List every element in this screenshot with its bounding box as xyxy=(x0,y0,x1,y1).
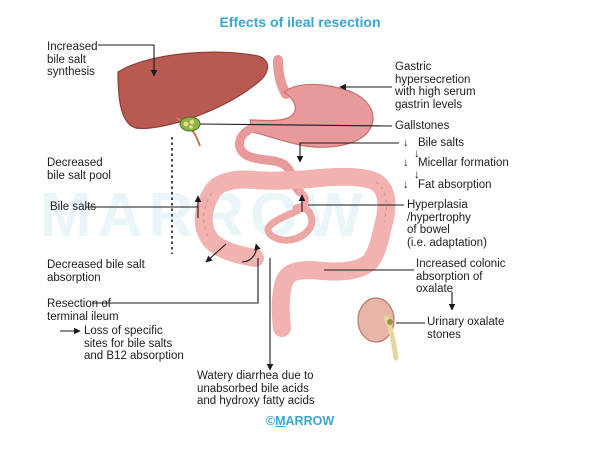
marrow-logo: ©MARROW xyxy=(0,414,600,428)
hyperplasia-label: Hyperplasia /hypertrophy of bowel (i.e. … xyxy=(407,199,487,249)
down-arrow-icon: ↓ xyxy=(403,179,409,191)
copyright-symbol: © xyxy=(265,414,276,428)
increased-bile-salt-synthesis-label: Increased bile salt synthesis xyxy=(47,41,98,78)
small-bowel-shape xyxy=(264,188,316,244)
down-arrow-icon: ↓ xyxy=(414,169,420,181)
brand-rest: ARROW xyxy=(285,414,335,428)
fat-absorption-label: Fat absorption xyxy=(418,179,492,191)
down-arrow-icon: ↓ xyxy=(403,137,409,149)
gallstones-label: Gallstones xyxy=(395,120,450,132)
kidney-shape xyxy=(357,297,395,343)
colon-shape xyxy=(194,167,396,337)
brand-initial: M xyxy=(275,414,286,428)
gallbladder-shape xyxy=(179,116,201,132)
micellar-formation-label: Micellar formation xyxy=(418,157,509,169)
esophagus-shape xyxy=(273,55,291,99)
decreased-bile-salt-pool-label: Decreased bile salt pool xyxy=(47,157,111,182)
gastric-hypersecretion-label: Gastric hypersecretion with high serum g… xyxy=(395,61,476,111)
diagram-title: Effects of ileal resection xyxy=(219,14,381,30)
down-arrow-icon: ↓ xyxy=(403,157,409,169)
resection-label: Resection of terminal ileum xyxy=(47,298,119,323)
watery-diarrhea-label: Watery diarrhea due to unabsorbed bile a… xyxy=(197,370,315,407)
oxalate-stone xyxy=(387,319,393,325)
bile-salts-left-label: Bile salts xyxy=(50,201,97,213)
bile-salts-right-label: Bile salts xyxy=(418,137,465,149)
stomach-shape xyxy=(249,83,374,148)
loss-of-sites-label: Loss of specific sites for bile salts an… xyxy=(84,325,184,362)
decreased-absorption-label: Decreased bile salt absorption xyxy=(47,259,145,284)
urinary-oxalate-label: Urinary oxalate stones xyxy=(427,316,505,341)
down-arrow-icon: ↓ xyxy=(414,148,420,160)
increased-oxalate-label: Increased colonic absorption of oxalate xyxy=(416,258,506,295)
